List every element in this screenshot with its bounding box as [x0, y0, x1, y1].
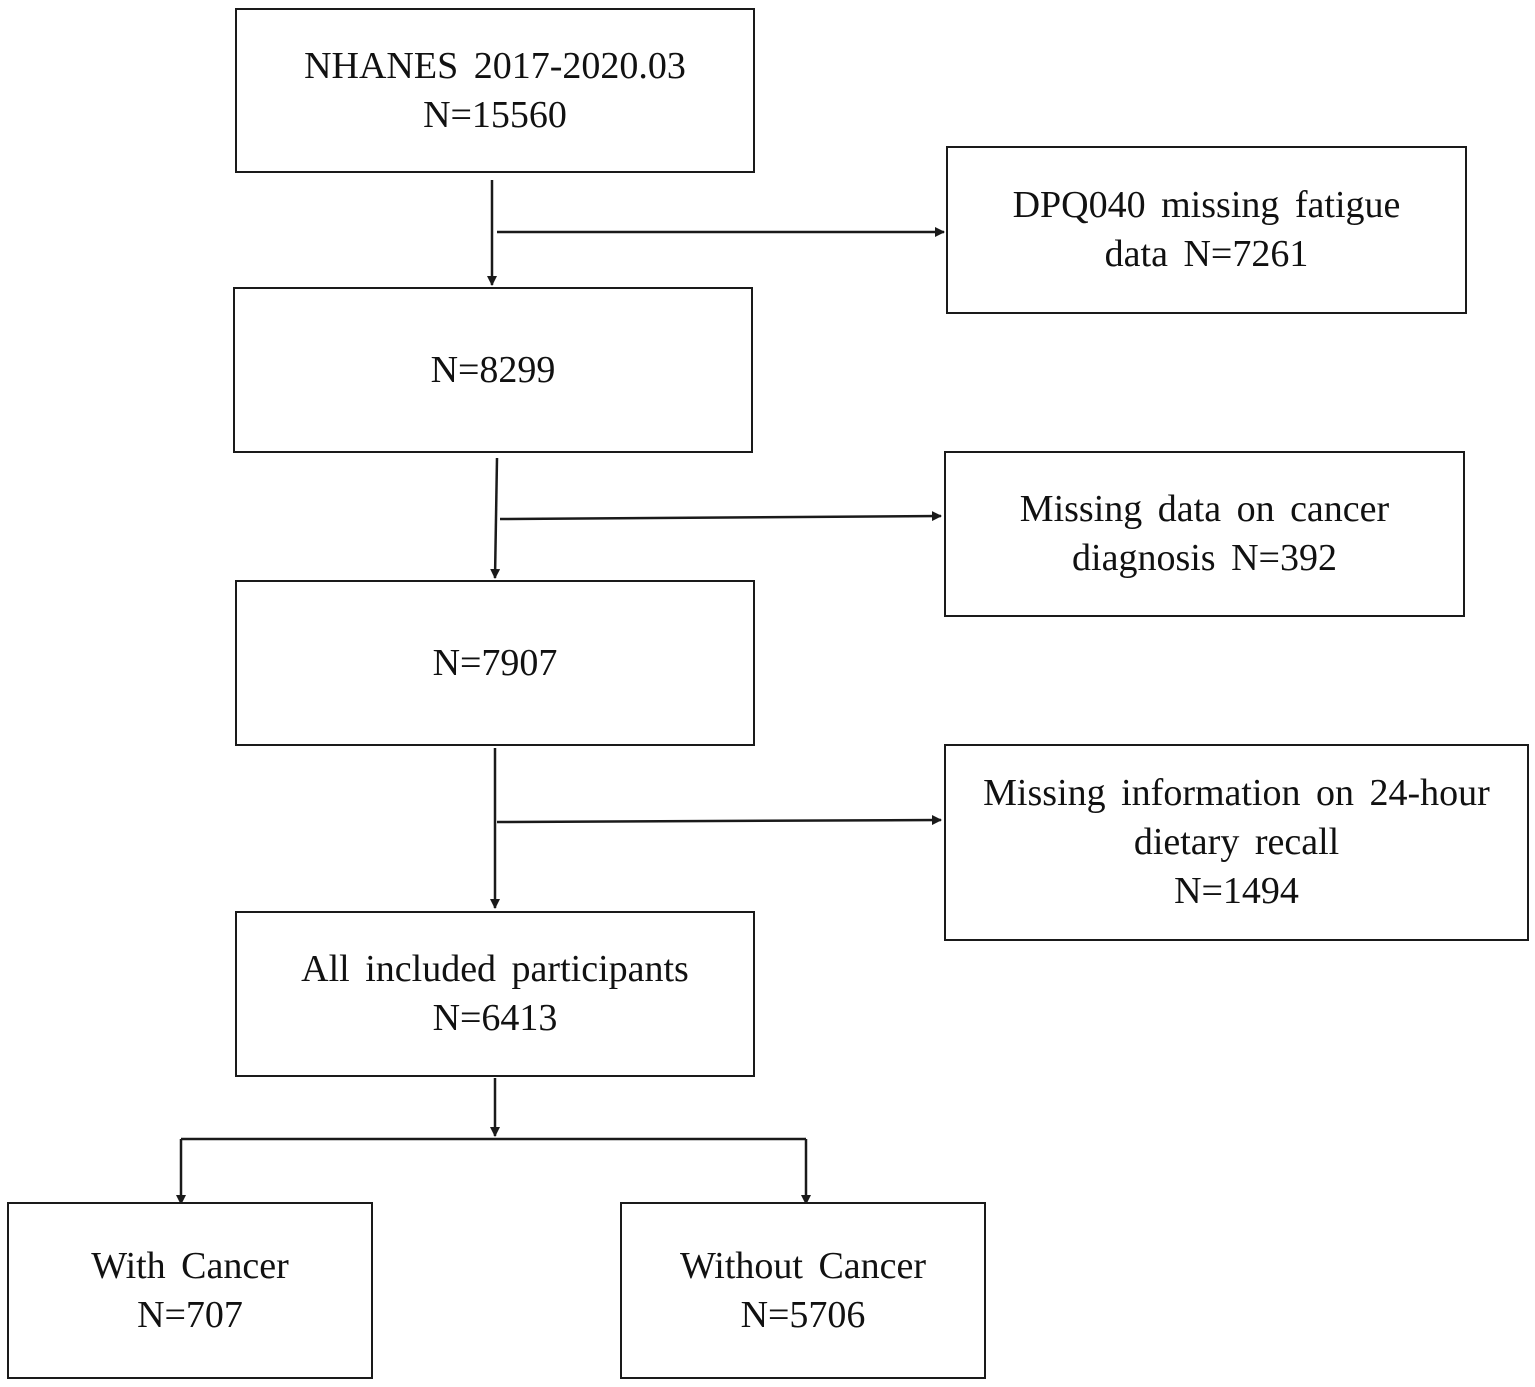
- box-step-7907: N=7907: [235, 580, 755, 746]
- box-without-cancer: Without Cancer N=5706: [620, 1202, 986, 1379]
- box-line: dietary recall: [1133, 821, 1340, 863]
- box-step-8299: N=8299: [233, 287, 753, 453]
- box-nhanes-start: NHANES 2017-2020.03 N=15560: [235, 8, 755, 173]
- box-line: NHANES 2017-2020.03: [304, 44, 686, 87]
- box-all-included: All included participants N=6413: [235, 911, 755, 1077]
- box-line: Without Cancer: [679, 1244, 927, 1287]
- box-line: With Cancer: [91, 1244, 289, 1287]
- box-exclusion-dietary-recall: Missing information on 24-hour dietary r…: [944, 744, 1529, 941]
- box-line: data N=7261: [1104, 233, 1309, 275]
- arrow-to-exclusion-3: [496, 815, 942, 826]
- box-exclusion-fatigue: DPQ040 missing fatigue data N=7261: [946, 146, 1467, 314]
- box-line: Missing data on cancer: [1019, 488, 1390, 530]
- arrow-step1-to-step2: [490, 457, 501, 579]
- box-line: Missing information on 24-hour: [983, 772, 1490, 814]
- box-line: N=8299: [430, 348, 556, 391]
- box-exclusion-cancer-diagnosis: Missing data on cancer diagnosis N=392: [944, 451, 1465, 617]
- box-with-cancer: With Cancer N=707: [7, 1202, 373, 1379]
- box-line: N=5706: [740, 1293, 866, 1336]
- box-line: diagnosis N=392: [1072, 537, 1337, 579]
- arrow-to-exclusion-2: [499, 511, 942, 522]
- box-line: N=6413: [432, 997, 558, 1039]
- box-line: DPQ040 missing fatigue: [1012, 184, 1401, 226]
- box-line: N=707: [137, 1293, 243, 1336]
- box-line: N=15560: [423, 93, 567, 136]
- box-line: N=7907: [432, 641, 558, 684]
- box-line: N=1494: [1174, 870, 1299, 912]
- box-line: All included participants: [301, 948, 689, 990]
